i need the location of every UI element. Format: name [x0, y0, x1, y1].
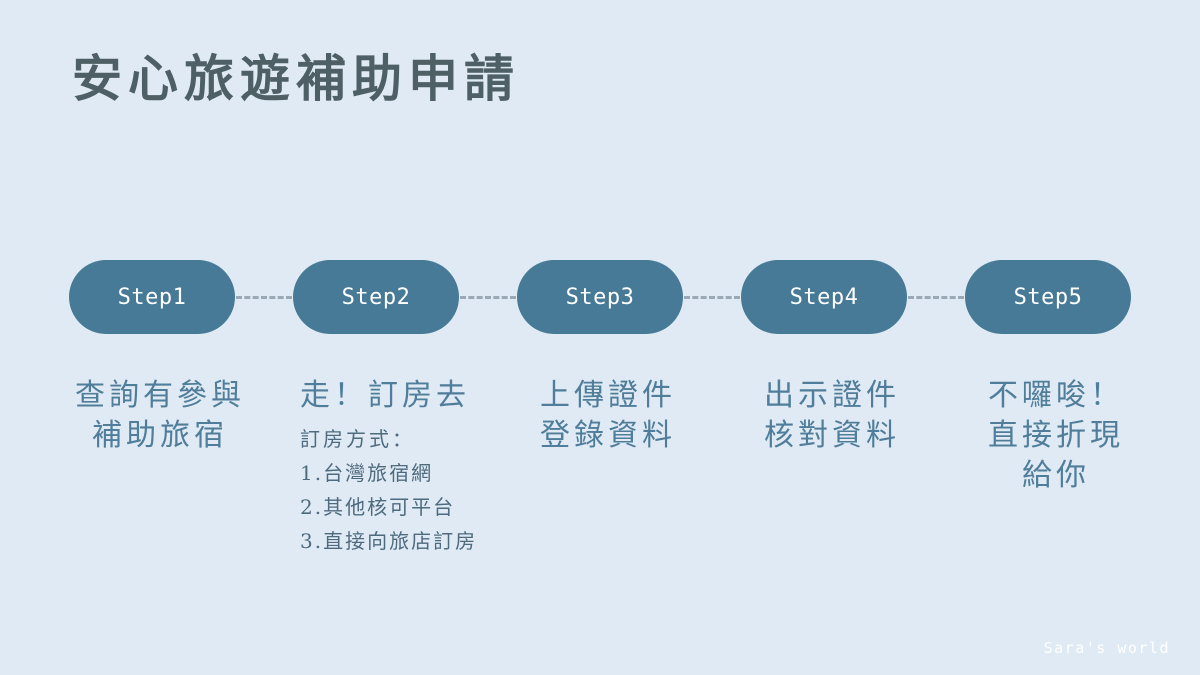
connector-1-2	[236, 296, 292, 299]
connector-2-3	[460, 296, 516, 299]
step-2-pill: Step2	[293, 260, 459, 334]
step-4-description: 出示證件 核對資料	[720, 376, 944, 456]
step-5-pill: Step5	[965, 260, 1131, 334]
step-1-pill: Step1	[69, 260, 235, 334]
step-2-description: 走！訂房去 訂房方式： 1.台灣旅宿網 2.其他核可平台 3.直接向旅店訂房	[300, 376, 530, 558]
step-3-pill: Step3	[517, 260, 683, 334]
booking-methods-list: 1.台灣旅宿網 2.其他核可平台 3.直接向旅店訂房	[300, 456, 530, 558]
step-4-pill: Step4	[741, 260, 907, 334]
step-5-description: 不囉唆！ 直接折現 給你	[944, 376, 1168, 496]
step-4-text: 出示證件 核對資料	[764, 378, 900, 453]
booking-method-1: 1.台灣旅宿網	[300, 461, 434, 485]
step-5-text: 不囉唆！ 直接折現 給你	[988, 378, 1124, 493]
booking-method-2: 2.其他核可平台	[300, 495, 456, 519]
steps-flow: Step1 Step2 Step3 Step4 Step5	[0, 260, 1200, 334]
step-2-text: 走！訂房去	[300, 378, 470, 413]
booking-methods-title: 訂房方式：	[300, 427, 415, 451]
page-title: 安心旅遊補助申請	[72, 49, 520, 108]
connector-3-4	[684, 296, 740, 299]
step-3-text: 上傳證件 登錄資料	[540, 378, 676, 453]
step-1-text: 查詢有參與 補助旅宿	[75, 378, 245, 453]
connector-4-5	[908, 296, 964, 299]
watermark: Sara's world	[1043, 639, 1170, 657]
step-3-description: 上傳證件 登錄資料	[496, 376, 720, 456]
booking-method-3: 3.直接向旅店訂房	[300, 529, 478, 553]
step-1-description: 查詢有參與 補助旅宿	[48, 376, 272, 456]
